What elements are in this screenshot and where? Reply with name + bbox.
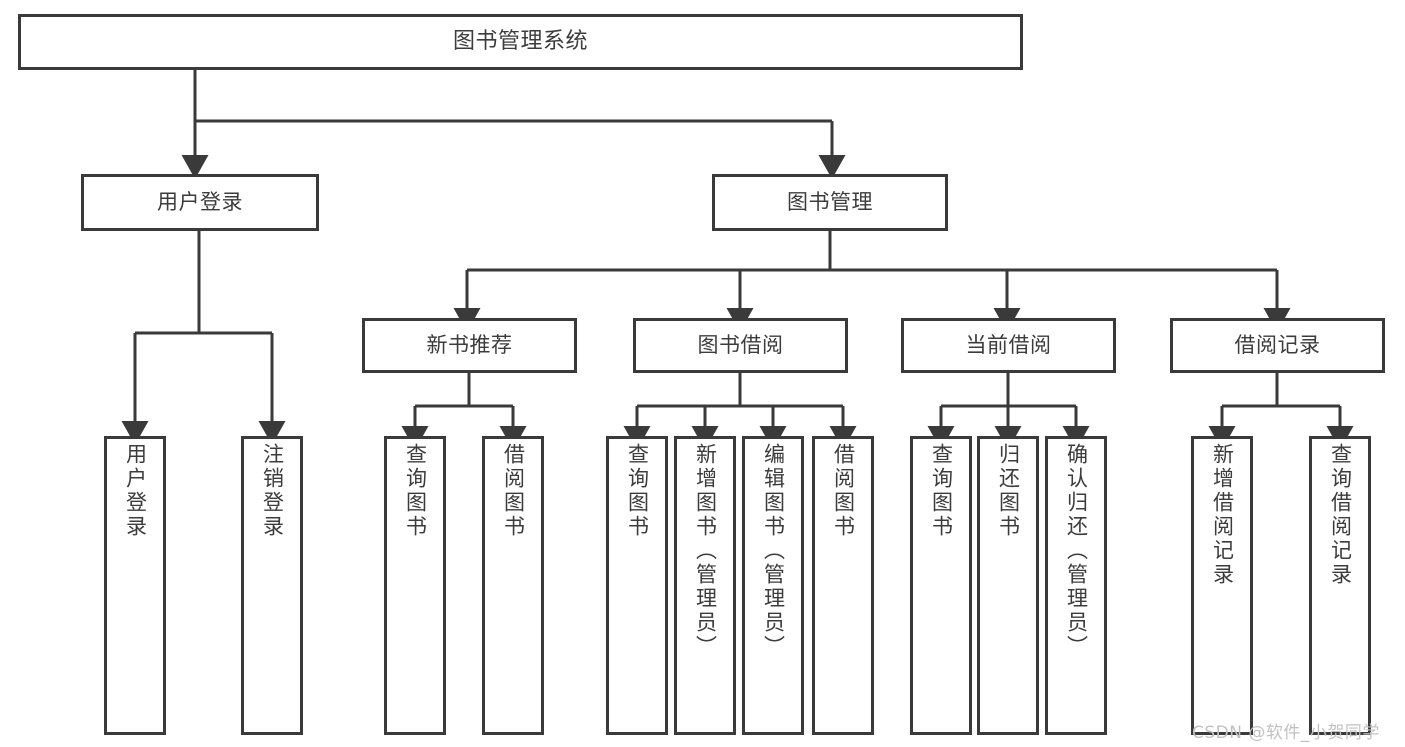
leaf-borrow-borrow-book[interactable]: 借阅图书 [812, 436, 874, 735]
csdn-watermark: CSDN @软件_小贺同学 [1192, 723, 1380, 743]
node-label: 图书管理 [787, 189, 873, 214]
leaf-record-query[interactable]: 查询借阅记录 [1309, 436, 1371, 735]
node-user-login[interactable]: 用户登录 [81, 174, 319, 231]
node-label: 新增借阅记录 [1210, 443, 1235, 587]
node-new-book-recommend[interactable]: 新书推荐 [362, 318, 577, 373]
node-label: 归还图书 [996, 443, 1021, 539]
leaf-borrow-edit-book[interactable]: 编辑图书（管理员） [742, 436, 804, 735]
node-borrow-record[interactable]: 借阅记录 [1170, 318, 1385, 373]
node-label: 当前借阅 [965, 332, 1052, 357]
node-label: 用户登录 [157, 189, 243, 214]
node-label: 查询图书 [929, 443, 954, 539]
node-label: 查询图书 [625, 443, 650, 539]
node-book-management[interactable]: 图书管理 [712, 174, 948, 231]
node-book-borrow[interactable]: 图书借阅 [633, 318, 848, 373]
node-label: 查询图书 [403, 443, 428, 539]
node-label: 确认归还（管理员） [1064, 443, 1089, 659]
node-label: 注销登录 [260, 443, 285, 539]
node-label: 借阅记录 [1234, 332, 1321, 357]
leaf-user-login-logout[interactable]: 注销登录 [241, 436, 303, 735]
leaf-current-confirm-return[interactable]: 确认归还（管理员） [1045, 436, 1107, 735]
leaf-user-login-login[interactable]: 用户登录 [104, 436, 166, 735]
node-label: 借阅图书 [501, 443, 526, 539]
leaf-record-add[interactable]: 新增借阅记录 [1191, 436, 1253, 735]
node-label: 用户登录 [123, 443, 148, 539]
node-current-borrow[interactable]: 当前借阅 [901, 318, 1116, 373]
leaf-current-query-book[interactable]: 查询图书 [910, 436, 972, 735]
leaf-current-return-book[interactable]: 归还图书 [977, 436, 1039, 735]
node-root-system[interactable]: 图书管理系统 [18, 14, 1023, 70]
node-label: 借阅图书 [831, 443, 856, 539]
node-label: 新增图书（管理员） [693, 443, 718, 659]
leaf-borrow-add-book[interactable]: 新增图书（管理员） [674, 436, 736, 735]
leaf-borrow-query-book[interactable]: 查询图书 [606, 436, 668, 735]
leaf-new-book-borrow[interactable]: 借阅图书 [482, 436, 544, 735]
node-label: 图书管理系统 [452, 28, 588, 54]
node-label: 编辑图书（管理员） [761, 443, 786, 659]
leaf-new-book-query[interactable]: 查询图书 [384, 436, 446, 735]
node-label: 查询借阅记录 [1328, 443, 1353, 587]
node-label: 图书借阅 [697, 332, 784, 357]
node-label: 新书推荐 [426, 332, 513, 357]
